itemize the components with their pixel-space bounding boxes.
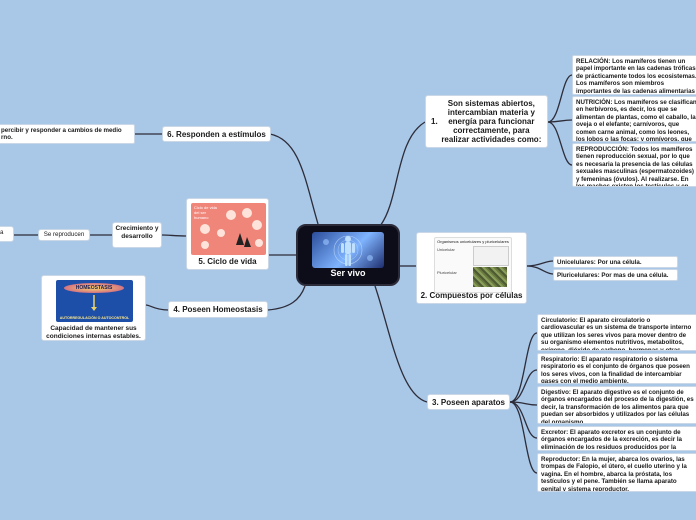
homeostasis-card[interactable]: HOMEOSTASIS AUTORREGULACIÓN O AUTOCONTRO… xyxy=(41,275,146,341)
leaf-circulatorio-text: Circulatorio: El aparato circulatorio o … xyxy=(541,317,692,351)
branch-6-node[interactable]: 6. Responden a estímulos xyxy=(162,126,271,142)
branch-4-title: 4. Poseen Homeostasis xyxy=(173,305,263,314)
homeostasis-caption: Capacidad de mantener sus condiciones in… xyxy=(46,325,141,340)
crecimiento-node[interactable]: Crecimiento y desarrollo xyxy=(112,222,162,248)
leaf-unicelulares[interactable]: Unicelulares: Por una célula. xyxy=(553,256,678,268)
cells-image: Organismos unicelulares y pluricelulares… xyxy=(434,237,512,293)
homeostasis-image-caption: AUTORREGULACIÓN O AUTOCONTROL xyxy=(59,316,130,320)
leaf-pluricelulares[interactable]: Pluricelulares: Por mas de una célula. xyxy=(553,269,678,281)
central-title: Ser vivo xyxy=(330,268,366,278)
unicelular-picture xyxy=(473,246,509,266)
leaf-reproduccion[interactable]: REPRODUCCIÓN: Todos los mamíferos tienen… xyxy=(572,143,696,187)
branch-1-number: 1. xyxy=(431,117,438,126)
branch-3-node[interactable]: 3. Poseen aparatos xyxy=(427,394,510,410)
leaf-pluricelulares-text: Pluricelulares: Por mas de una célula. xyxy=(557,272,669,279)
link-central-b4 xyxy=(267,285,306,311)
leaf-respiratorio-text: Respiratorio: El aparato respiratorio o … xyxy=(541,356,690,384)
leaf-unicelulares-text: Unicelulares: Por una célula. xyxy=(557,259,642,266)
branch-3-title: 3. Poseen aparatos xyxy=(432,398,505,407)
pluricelular-label: Pluricelular xyxy=(437,270,457,275)
leaf-relacion-text: RELACIÓN: Los mamíferos tienen un papel … xyxy=(576,58,696,95)
cut-off-leaf-a[interactable]: a xyxy=(0,226,14,242)
branch-2-node[interactable]: Organismos unicelulares y pluricelulares… xyxy=(416,232,527,304)
leaf-nutricion-text: NUTRICIÓN: Los mamíferos se clasifican e… xyxy=(576,99,696,142)
branch-5-node[interactable]: Ciclo de vida del ser humano 5. Ciclo de… xyxy=(186,198,269,270)
link-central-b6 xyxy=(269,133,319,225)
human-body-image xyxy=(312,232,384,268)
leaf-relacion[interactable]: RELACIÓN: Los mamíferos tienen un papel … xyxy=(572,55,696,95)
leaf-reproduccion-text: REPRODUCCIÓN: Todos los mamíferos tienen… xyxy=(576,146,694,187)
leaf-excretor[interactable]: Excretor: El aparato excretor es un conj… xyxy=(537,426,696,451)
branch-1-text: Son sistemas abiertos, intercambian mate… xyxy=(441,99,542,144)
life-cycle-image: Ciclo de vida del ser humano xyxy=(191,203,266,255)
leaf-digestivo[interactable]: Digestivo: El aparato digestivo es el co… xyxy=(537,386,696,424)
homeostasis-image-title: HOMEOSTASIS xyxy=(64,283,124,293)
leaf-reproductor[interactable]: Reproductor: En la mujer, abarca los ova… xyxy=(537,453,696,492)
pluricelular-picture xyxy=(473,267,507,287)
link-central-b1 xyxy=(379,121,426,227)
unicelular-label: Unicelular xyxy=(437,247,455,252)
leaf-reproductor-text: Reproductor: En la mujer, abarca los ova… xyxy=(541,456,687,492)
leaf-estimulos[interactable]: percibir y responder a cambios de medio … xyxy=(0,124,135,144)
leaf-estimulos-text: percibir y responder a cambios de medio … xyxy=(1,127,122,142)
cut-off-leaf-a-text: a xyxy=(0,229,4,236)
branch-5-title: 5. Ciclo de vida xyxy=(198,257,257,266)
leaf-excretor-text: Excretor: El aparato excretor es un conj… xyxy=(541,429,682,451)
homeostasis-image: HOMEOSTASIS AUTORREGULACIÓN O AUTOCONTRO… xyxy=(56,280,133,322)
crecimiento-text: Crecimiento y desarrollo xyxy=(115,225,159,240)
down-arrow-icon xyxy=(91,295,97,311)
branch-6-title: 6. Responden a estímulos xyxy=(167,130,266,139)
leaf-digestivo-text: Digestivo: El aparato digestivo es el co… xyxy=(541,389,694,424)
central-node[interactable]: Ser vivo xyxy=(296,224,400,286)
branch-2-title: 2. Compuestos por células xyxy=(420,291,523,300)
cells-image-title: Organismos unicelulares y pluricelulares xyxy=(437,239,509,244)
reproducen-text: Se reproducen xyxy=(43,231,85,238)
leaf-respiratorio[interactable]: Respiratorio: El aparato respiratorio o … xyxy=(537,353,696,384)
link-central-b3 xyxy=(374,285,428,403)
branch-1-node[interactable]: 1. Son sistemas abiertos, intercambian m… xyxy=(425,95,548,148)
life-cycle-image-text: Ciclo de vida del ser humano xyxy=(194,205,217,220)
life-stages-illustration xyxy=(200,208,263,249)
leaf-nutricion[interactable]: NUTRICIÓN: Los mamíferos se clasifican e… xyxy=(572,96,696,142)
branch-4-node[interactable]: 4. Poseen Homeostasis xyxy=(168,301,268,318)
reproducen-node[interactable]: Se reproducen xyxy=(38,229,90,241)
leaf-circulatorio[interactable]: Circulatorio: El aparato circulatorio o … xyxy=(537,314,696,351)
